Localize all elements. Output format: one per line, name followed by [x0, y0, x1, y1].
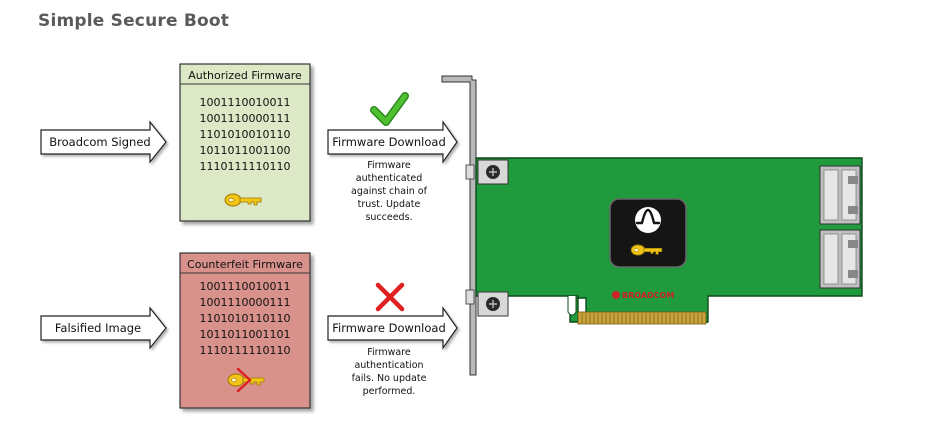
page-title: Simple Secure Boot	[38, 11, 230, 31]
controller-chip	[609, 198, 687, 268]
cross-mark-icon	[375, 282, 405, 312]
counterfeit-bits-line: 1011011001101	[200, 328, 291, 341]
falsified-image-arrow	[40, 306, 167, 350]
firmware-download-arrow-bottom	[327, 306, 458, 350]
authorized-bits-line: 1101010010110	[200, 128, 291, 141]
broadcom-brand-text: BROADCOM	[622, 291, 674, 300]
success-note-line: against chain of	[351, 186, 428, 197]
sas-connector-bottom	[819, 229, 861, 289]
counterfeit-bits-line: 1101010110110	[200, 312, 291, 325]
counterfeit-bits-line: 1001110010011	[200, 280, 291, 293]
success-note-line: trust. Update	[358, 199, 421, 210]
success-note: Firmware authenticated against chain of …	[351, 160, 428, 223]
broadcom-signed-arrow	[40, 120, 167, 164]
failure-note-line: authentication	[354, 360, 423, 371]
broadcom-brand: BROADCOM	[612, 291, 674, 300]
authorized-bits-line: 1001110000111	[200, 112, 291, 125]
counterfeit-firmware-header: Counterfeit Firmware	[187, 258, 303, 271]
counterfeit-bits-line: 1110111110110	[200, 344, 291, 357]
falsified-image-label: Falsified Image	[55, 321, 141, 335]
screw-mount-bottom	[477, 291, 509, 317]
authorized-firmware-box	[179, 63, 311, 222]
failure-note-line: fails. No update	[352, 373, 427, 384]
failure-note-line: Firmware	[367, 347, 411, 358]
success-note-line: Firmware	[367, 160, 411, 171]
authorized-bits-line: 1011011001100	[200, 144, 291, 157]
check-mark-icon	[370, 92, 409, 126]
pcie-bracket	[441, 75, 477, 376]
broken-key-icon	[227, 367, 265, 393]
authorized-firmware-header: Authorized Firmware	[188, 69, 302, 82]
sas-connector-top	[819, 165, 861, 225]
success-note-line: authenticated	[356, 173, 422, 184]
broadcom-signed-label: Broadcom Signed	[49, 135, 150, 149]
broadcom-logo-icon	[635, 207, 661, 233]
authorized-bits-line: 1001110010011	[200, 96, 291, 109]
firmware-download-arrow-top	[327, 120, 458, 164]
firmware-download-label-bottom: Firmware Download	[332, 321, 446, 335]
failure-note-line: performed.	[363, 386, 416, 397]
failure-note: Firmware authentication fails. No update…	[352, 347, 427, 397]
screw-mount-top	[477, 159, 509, 185]
counterfeit-bits-line: 1001110000111	[200, 296, 291, 309]
authorized-bits-line: 1110111110110	[200, 160, 291, 173]
firmware-download-label-top: Firmware Download	[332, 135, 446, 149]
success-note-line: succeeds.	[365, 212, 412, 223]
